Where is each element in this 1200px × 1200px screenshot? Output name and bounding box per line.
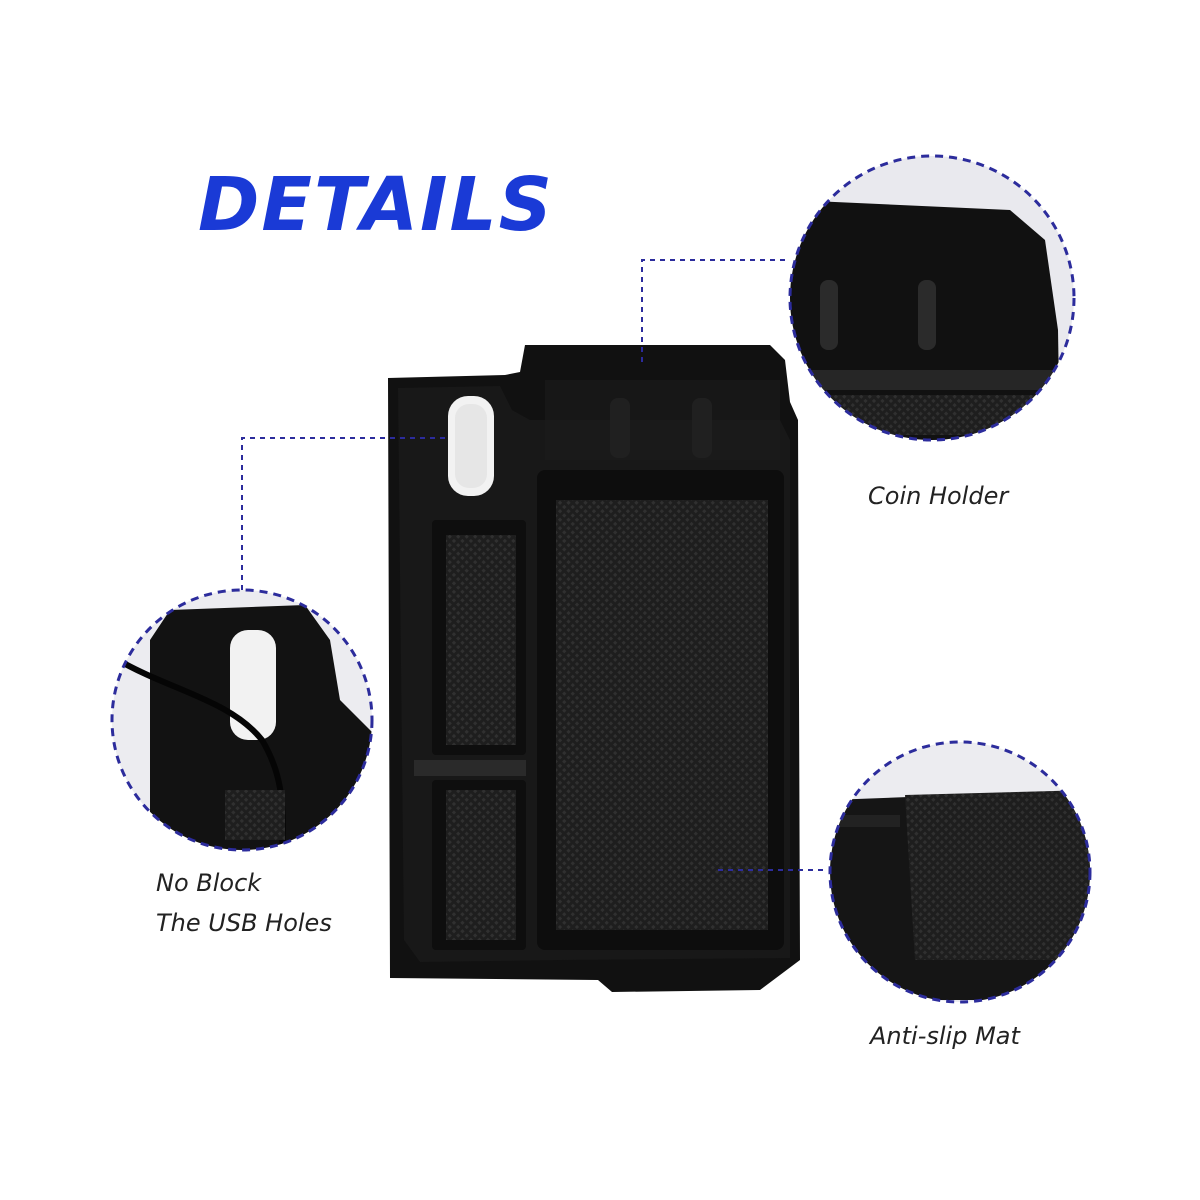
- caption-usb-line1: No Block: [156, 869, 262, 897]
- anti-slip-zoom: [828, 740, 1092, 1004]
- page-title: DETAILS: [198, 162, 554, 248]
- coin-holder-zoom: [788, 154, 1076, 442]
- caption-coin-holder: Coin Holder: [868, 482, 1009, 510]
- console-tray: [388, 345, 800, 992]
- anti-slip-mat: [556, 500, 768, 930]
- caption-anti-slip: Anti-slip Mat: [870, 1022, 1020, 1050]
- usb-zoom: [110, 588, 374, 852]
- caption-usb-line2: The USB Holes: [156, 909, 332, 937]
- callout-lines: [241, 259, 828, 871]
